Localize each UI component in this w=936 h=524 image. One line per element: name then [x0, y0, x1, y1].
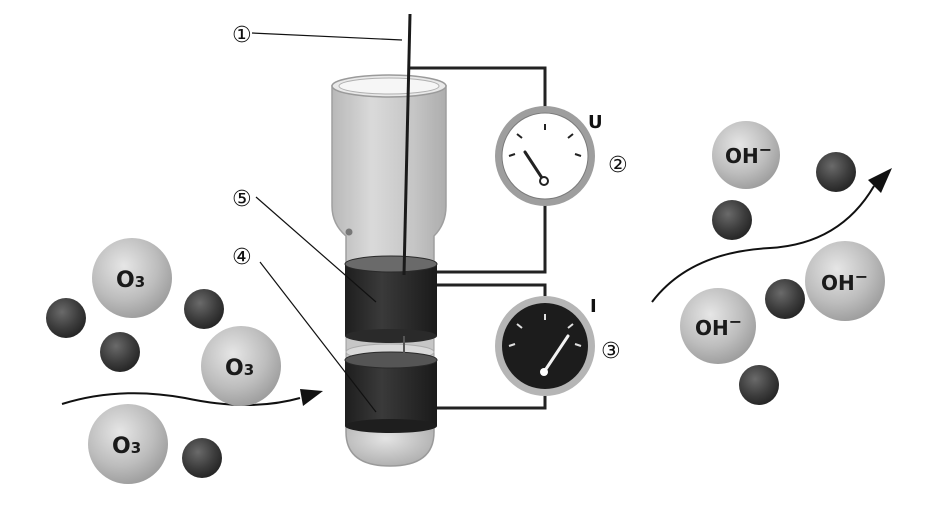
voltage-symbol: U [588, 112, 603, 133]
reference-wire [402, 13, 412, 276]
particle [184, 289, 224, 329]
vent-hole-icon [345, 228, 353, 236]
callout-leaders [251, 32, 403, 413]
electrode-band-upper [344, 255, 438, 343]
particle [46, 298, 86, 338]
particle [182, 438, 222, 478]
ammeter [495, 296, 595, 396]
svg-text:OH−: OH− [695, 312, 742, 340]
callout-2: ② [608, 153, 628, 178]
circuit-wires [410, 66, 547, 410]
svg-text:O3: O3 [116, 268, 145, 293]
svg-text:OH−: OH− [725, 140, 772, 168]
flow-out-arrow-icon [651, 168, 892, 303]
ozone-molecule: O3 [201, 326, 281, 406]
hydroxide-ion: OH− [680, 288, 756, 364]
callout-4: ④ [232, 245, 252, 270]
callout-3: ③ [601, 339, 621, 364]
hydroxide-ion: OH− [805, 241, 885, 321]
callout-5: ⑤ [232, 187, 252, 212]
particle [816, 152, 856, 192]
voltmeter-needle [523, 150, 546, 183]
ammeter-needle [542, 334, 570, 374]
flow-in-arrow-icon [61, 389, 323, 406]
particle [100, 332, 140, 372]
voltmeter [495, 106, 595, 206]
particle [712, 200, 752, 240]
sensor-tube [331, 13, 447, 467]
svg-text:O3: O3 [112, 434, 141, 459]
hydroxide-ion: OH− [712, 121, 780, 189]
callout-1: ① [232, 23, 252, 48]
electrode-band-lower [344, 351, 438, 433]
particle [739, 365, 779, 405]
svg-text:O3: O3 [225, 356, 254, 381]
ozone-molecule: O3 [92, 238, 172, 318]
particle [765, 279, 805, 319]
svg-text:OH−: OH− [821, 267, 868, 295]
current-symbol: I [590, 296, 597, 317]
ozone-molecule: O3 [88, 404, 168, 484]
